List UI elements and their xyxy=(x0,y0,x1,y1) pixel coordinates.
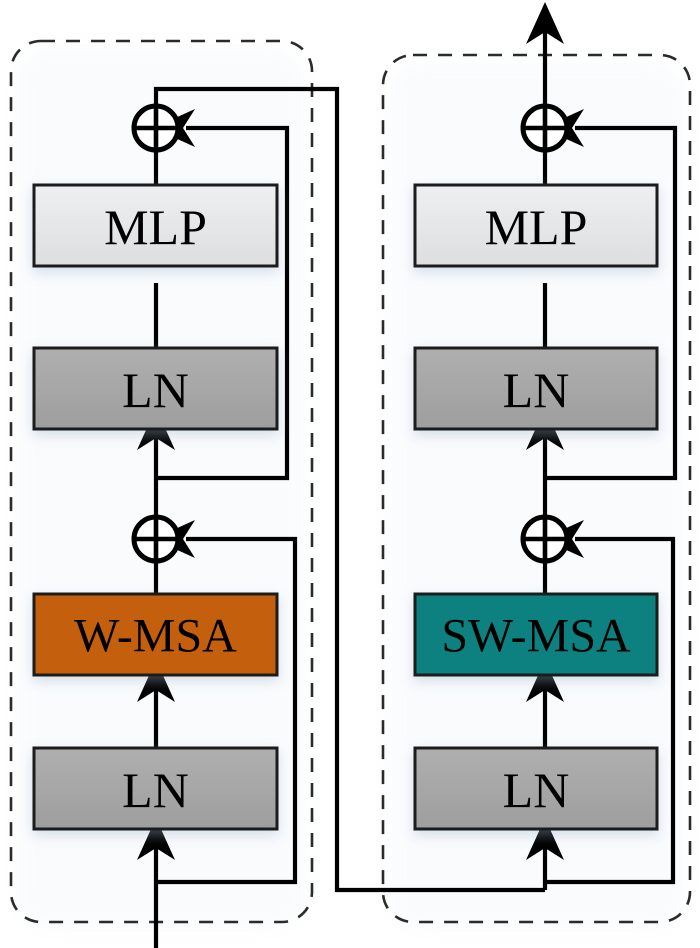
block-label-sw-msa: SW-MSA xyxy=(441,610,631,663)
block-sw-msa xyxy=(413,592,659,677)
block-mlp-window xyxy=(32,183,279,268)
block-label-mlp-shifted-window: MLP xyxy=(485,199,588,255)
residual-add-attention-window xyxy=(131,514,181,564)
block-ln2-shifted-window xyxy=(413,346,659,431)
block-label-mlp-window: MLP xyxy=(104,199,207,255)
block-label-ln1-window: LN xyxy=(122,762,189,818)
block-label-ln1-shifted-window: LN xyxy=(503,762,570,818)
residual-add-mlp-window xyxy=(131,103,181,153)
block-ln1-shifted-window xyxy=(413,746,659,831)
wires-window-block xyxy=(153,86,545,948)
wires-shifted-window-block xyxy=(542,28,678,890)
block-label-ln2-shifted-window: LN xyxy=(503,362,570,418)
residual-add-mlp-shifted-window xyxy=(520,103,570,153)
block-label-ln2-window: LN xyxy=(122,362,189,418)
block-label-w-msa: W-MSA xyxy=(74,610,237,663)
block-w-msa xyxy=(32,592,279,677)
block-ln2-window xyxy=(32,346,279,431)
residual-add-attention-shifted-window xyxy=(520,514,570,564)
panel-border-window-block xyxy=(9,39,314,924)
block-ln1-window xyxy=(32,746,279,831)
block-mlp-shifted-window xyxy=(413,183,659,268)
panel-backdrop-glow xyxy=(18,48,684,928)
